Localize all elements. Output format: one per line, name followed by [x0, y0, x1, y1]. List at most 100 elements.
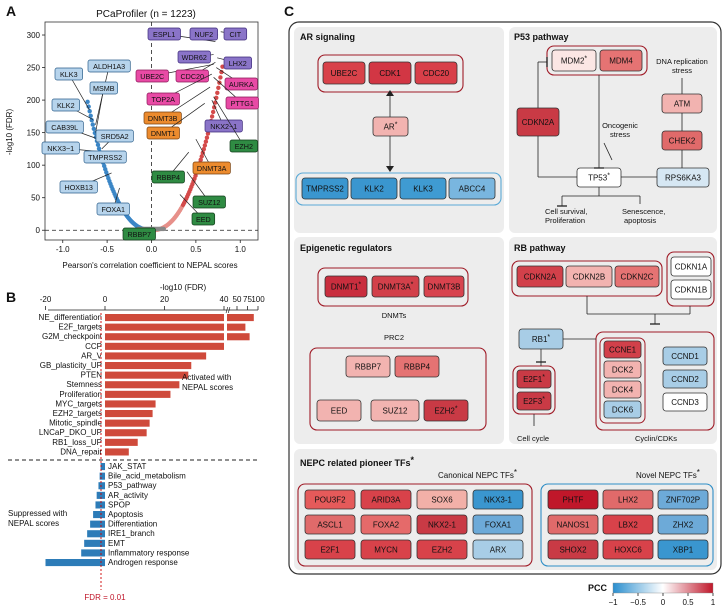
data-point: [209, 114, 215, 119]
legend-tick-label: 0: [661, 598, 666, 607]
mdm4-box: [599, 49, 643, 72]
novel-tf-box: [657, 514, 709, 535]
category-label: LNCaP_DKO_UP: [39, 428, 102, 437]
bar-suppressed: [45, 559, 105, 567]
canonical-tf-box: [416, 489, 468, 510]
cyclin-left-group: [599, 337, 646, 424]
panel-letter-c: C: [284, 3, 294, 19]
bar-activated: [105, 390, 171, 398]
canonical-tf-box: [304, 489, 356, 510]
novel-tf-box: [547, 539, 599, 560]
dnmt-group: [317, 267, 469, 307]
bar-suppressed: [96, 491, 105, 499]
star-mark: *: [455, 406, 458, 413]
gene-label: SRD5A2: [101, 132, 129, 141]
cdkn1-group: [666, 251, 715, 307]
gene-label: CAB39L: [51, 123, 78, 132]
category-label: NE_differentiation: [39, 313, 102, 322]
legend-tick-label: −1: [608, 598, 618, 607]
category-label: Inflammatory response: [108, 548, 190, 557]
arrowhead: [386, 90, 394, 96]
gene-label-box: [192, 161, 231, 175]
ar-target-box: [368, 61, 412, 85]
top-tick-label: -20: [40, 295, 52, 304]
mdm2-box: [551, 49, 597, 72]
gene-label-box: [224, 77, 258, 91]
category-label: AR_activity: [108, 491, 148, 500]
dnmt-box: [324, 275, 368, 298]
cdkn2-box: [516, 265, 564, 288]
gene-box-label: ASCL1: [317, 521, 343, 530]
novel-tf-box: [547, 489, 599, 510]
x-tick-label: 0.5: [190, 245, 202, 254]
gene-label-box: [192, 195, 226, 209]
ar-down-box: [448, 177, 496, 200]
gene-box-label: LHX2: [618, 496, 639, 505]
category-label: Mitotic_spindle: [49, 419, 102, 428]
y-tick-label: 100: [27, 161, 41, 170]
gene-label-box: [225, 96, 259, 110]
ar-box: [372, 116, 409, 137]
gene-label: DNMT3B: [148, 114, 178, 123]
gene-label-box: [122, 227, 156, 241]
category-label: Androgen response: [108, 558, 178, 567]
x-tick-label: 0.0: [146, 245, 158, 254]
bar-suppressed: [90, 520, 105, 528]
panel-letter-b: B: [6, 289, 16, 305]
gene-box-label: DNMT1*: [331, 282, 362, 292]
novel-title: Novel NEPC TFs*: [636, 468, 700, 480]
dnmt-box: [423, 275, 465, 298]
gene-box-label: CCND2: [671, 375, 699, 384]
bar-suppressed: [95, 501, 105, 509]
gene-label-box: [89, 81, 118, 95]
suppressed-label: NEPAL scores: [8, 519, 59, 528]
legend-tick-label: 1: [711, 598, 716, 607]
gene-box-label: CCND3: [671, 398, 699, 407]
cell-cycle-label: Cell cycle: [517, 434, 549, 443]
canonical-tf-box: [360, 489, 412, 510]
bar-suppressed: [98, 482, 105, 490]
gene-label-box: [96, 202, 130, 216]
panel-b-axis-title: -log10 (FDR): [160, 283, 207, 292]
data-point: [95, 142, 101, 148]
category-label: MYC_targets: [55, 399, 102, 408]
gene-label: LHX2: [229, 59, 247, 68]
data-point: [219, 69, 224, 75]
gene-label: FOXA1: [101, 205, 125, 214]
gene-box-label: DNMT3A*: [378, 282, 414, 292]
top-tick-label: 50: [233, 295, 242, 304]
gene-label: SUZ12: [198, 198, 220, 207]
gene-label-box: [41, 141, 80, 155]
gene-label-box: [223, 27, 248, 41]
data-point: [216, 85, 221, 91]
y-tick-label: 200: [27, 96, 41, 105]
gene-box-label: CDKN2C: [621, 273, 654, 282]
canonical-tf-box: [472, 514, 524, 535]
category-label: EZH2_targets: [53, 409, 102, 418]
gene-box-label: FOXA1: [485, 521, 512, 530]
prc2-box: [345, 355, 391, 378]
novel-tf-box: [547, 514, 599, 535]
data-point: [199, 154, 204, 159]
data-point: [204, 135, 210, 140]
arrow: [603, 142, 613, 161]
panel-a-title: PCaProfiler (n = 1223): [96, 9, 196, 20]
gene-label-box: [135, 69, 169, 83]
data-point: [215, 90, 220, 96]
data-point: [205, 131, 211, 136]
star-mark: *: [358, 282, 361, 289]
gene-label: ALDH1A3: [93, 62, 125, 71]
y-tick-label: 150: [27, 129, 41, 138]
canonical-tf-box: [304, 539, 356, 560]
panel-letter-a: A: [6, 3, 16, 19]
gene-label-box: [95, 129, 134, 143]
bar-suppressed: [84, 539, 105, 547]
prc2-box: [423, 399, 469, 422]
gene-box-label: AR*: [384, 122, 398, 132]
activated-label: Activated with: [182, 373, 231, 382]
canonical-title: Canonical NEPC TFs*: [438, 468, 517, 480]
gene-label-box: [54, 67, 83, 81]
canonical-tf-box: [416, 514, 468, 535]
data-point: [220, 64, 225, 69]
rb-subpanel: [509, 237, 717, 444]
